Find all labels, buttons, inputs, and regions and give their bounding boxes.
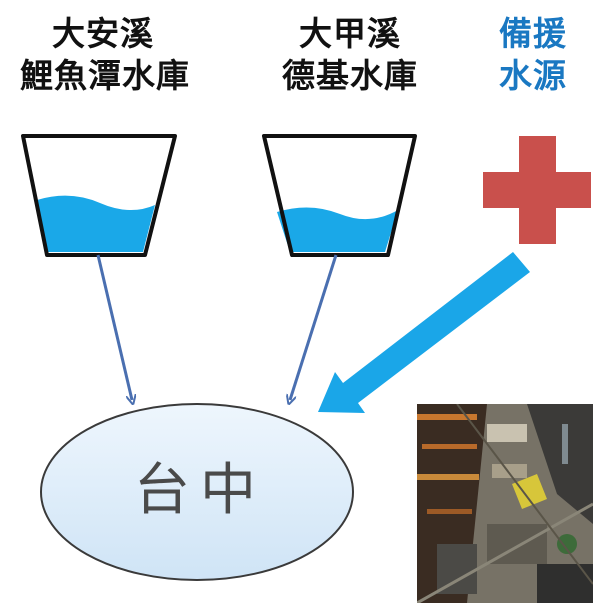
backup-flow-arrow — [318, 252, 530, 413]
reservoir-2-water — [277, 207, 398, 252]
backup-label-line1: 備援 — [499, 14, 567, 53]
source-1-river-label: 大安溪 — [52, 14, 154, 53]
backup-label-line2: 水源 — [499, 56, 567, 95]
reservoir-2-bucket — [262, 134, 417, 257]
plus-icon — [483, 136, 591, 244]
flow-arrow-1 — [96, 254, 132, 400]
reservoir-2-outline — [262, 134, 417, 257]
source-2-reservoir-label: 德基水庫 — [282, 56, 418, 95]
source-2-river-label: 大甲溪 — [299, 14, 401, 53]
reservoir-1-water — [37, 195, 155, 252]
source-1-reservoir-label: 鯉魚潭水庫 — [20, 56, 190, 95]
construction-site-photo — [417, 404, 593, 603]
city-ellipse — [40, 403, 354, 581]
reservoir-1-outline — [21, 134, 177, 257]
city-name: 台中 — [134, 458, 266, 523]
reservoir-1-bucket — [21, 134, 177, 257]
flow-arrow-2 — [290, 254, 338, 400]
